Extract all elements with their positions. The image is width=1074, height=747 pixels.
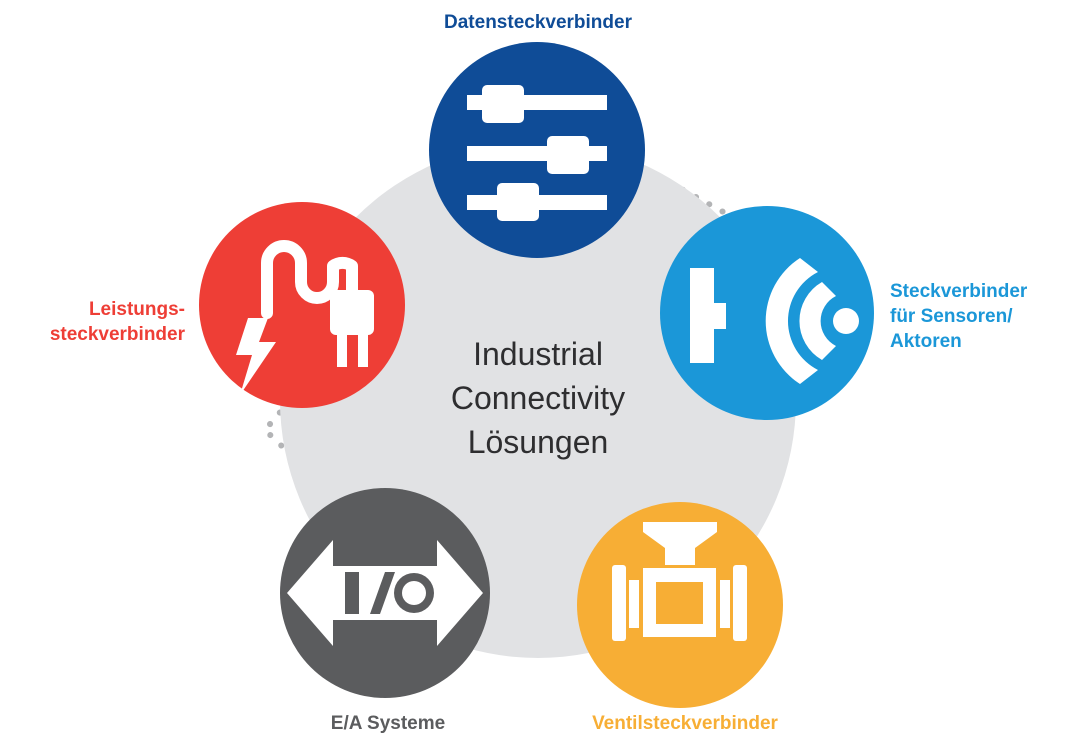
node-valve[interactable] <box>577 502 783 708</box>
node-power-circle <box>199 202 405 408</box>
slider-controls-icon <box>467 85 607 221</box>
center-title-line-3: Lösungen <box>467 424 609 460</box>
label-sensor-connectors: Steckverbinder für Sensoren/ Aktoren <box>890 279 1027 354</box>
center-title-line-2: Connectivity <box>450 380 626 416</box>
label-sensor-line-3: Aktoren <box>890 331 962 352</box>
node-power[interactable] <box>199 202 405 408</box>
label-power-line-2: steckverbinder <box>49 324 185 345</box>
wireless-sensor-icon <box>690 258 859 384</box>
node-valve-circle <box>577 502 783 708</box>
center-title-line-1: Industrial <box>473 336 603 372</box>
node-data[interactable] <box>429 42 645 258</box>
io-arrows-icon <box>287 540 483 646</box>
label-sensor-line-2: für Sensoren/ <box>890 306 1013 327</box>
node-io[interactable] <box>280 488 490 698</box>
label-power-connectors: Leistungs- steckverbinder <box>20 297 185 347</box>
node-sensor[interactable] <box>660 206 874 420</box>
center-title: Industrial Connectivity Lösungen <box>400 332 676 464</box>
label-power-line-1: Leistungs- <box>88 299 185 320</box>
power-plug-icon <box>236 240 374 395</box>
label-valve-connectors: Ventilsteckverbinder <box>592 713 778 734</box>
valve-icon <box>612 522 747 641</box>
label-io-systems: E/A Systeme <box>330 713 446 734</box>
label-sensor-line-1: Steckverbinder <box>890 281 1028 302</box>
label-data-connectors: Datensteckverbinder <box>444 12 632 33</box>
